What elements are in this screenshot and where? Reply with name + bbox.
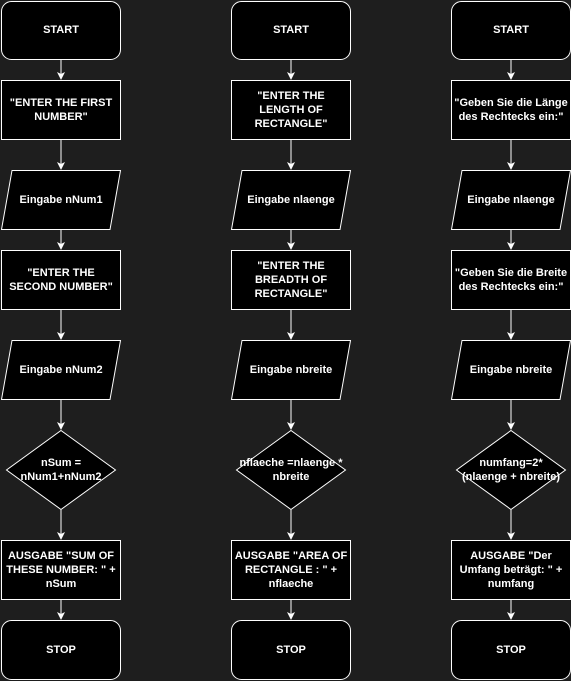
decision-label: nflaeche =nlaenge * nbreite bbox=[239, 456, 343, 483]
process-label: AUSGABE "SUM OF THESE NUMBER: " + nSum bbox=[6, 549, 116, 591]
decision-diamond bbox=[5, 429, 117, 511]
process-label: "ENTER THE BREADTH OF RECTANGLE" bbox=[254, 259, 328, 301]
process-box bbox=[1, 540, 121, 600]
process-label: AUSGABE "AREA OF RECTANGLE : " + nflaech… bbox=[234, 549, 348, 591]
process-label: "Geben Sie die Breite des Rechtecks ein:… bbox=[454, 266, 568, 293]
process-box bbox=[451, 80, 571, 140]
decision-diamond bbox=[235, 429, 347, 511]
process-box bbox=[231, 540, 351, 600]
decision-diamond bbox=[455, 429, 567, 511]
process-box bbox=[231, 250, 351, 310]
terminator-shape bbox=[231, 620, 351, 680]
process-box bbox=[451, 250, 571, 310]
terminator-label: STOP bbox=[276, 643, 306, 656]
process-label: "ENTER THE LENGTH OF RECTANGLE" bbox=[254, 89, 328, 131]
terminator-label: START bbox=[273, 24, 309, 37]
decision-label: nSum = nNum1+nNum2 bbox=[20, 456, 102, 483]
io-parallelogram bbox=[0, 170, 122, 230]
terminator-shape bbox=[1, 1, 121, 60]
process-box bbox=[1, 80, 121, 140]
terminator-label: STOP bbox=[46, 643, 76, 656]
process-label: "ENTER THE FIRST NUMBER" bbox=[9, 96, 113, 123]
io-label: Eingabe nbreite bbox=[469, 363, 553, 376]
terminator-shape bbox=[231, 1, 351, 60]
process-label: "ENTER THE SECOND NUMBER" bbox=[9, 266, 113, 293]
io-label: Eingabe nlaenge bbox=[247, 193, 335, 206]
io-label: Eingabe nNum1 bbox=[19, 193, 103, 206]
io-label: Eingabe nbreite bbox=[249, 363, 333, 376]
io-label: Eingabe nNum2 bbox=[19, 363, 103, 376]
process-label: AUSGABE "Der Umfang beträgt: " + numfang bbox=[459, 549, 563, 591]
io-parallelogram bbox=[450, 340, 571, 400]
io-parallelogram bbox=[230, 340, 352, 400]
io-parallelogram bbox=[450, 170, 571, 230]
process-box bbox=[1, 250, 121, 310]
terminator-label: START bbox=[43, 24, 79, 37]
io-label: Eingabe nlaenge bbox=[467, 193, 555, 206]
process-box bbox=[451, 540, 571, 600]
terminator-label: STOP bbox=[496, 643, 526, 656]
terminator-label: START bbox=[493, 24, 529, 37]
process-box bbox=[231, 80, 351, 140]
terminator-shape bbox=[1, 620, 121, 680]
process-label: "Geben Sie die Länge des Rechtecks ein:" bbox=[454, 96, 568, 123]
io-parallelogram bbox=[230, 170, 352, 230]
io-parallelogram bbox=[0, 340, 122, 400]
decision-label: numfang=2* (nlaenge + nbreite) bbox=[461, 456, 561, 483]
